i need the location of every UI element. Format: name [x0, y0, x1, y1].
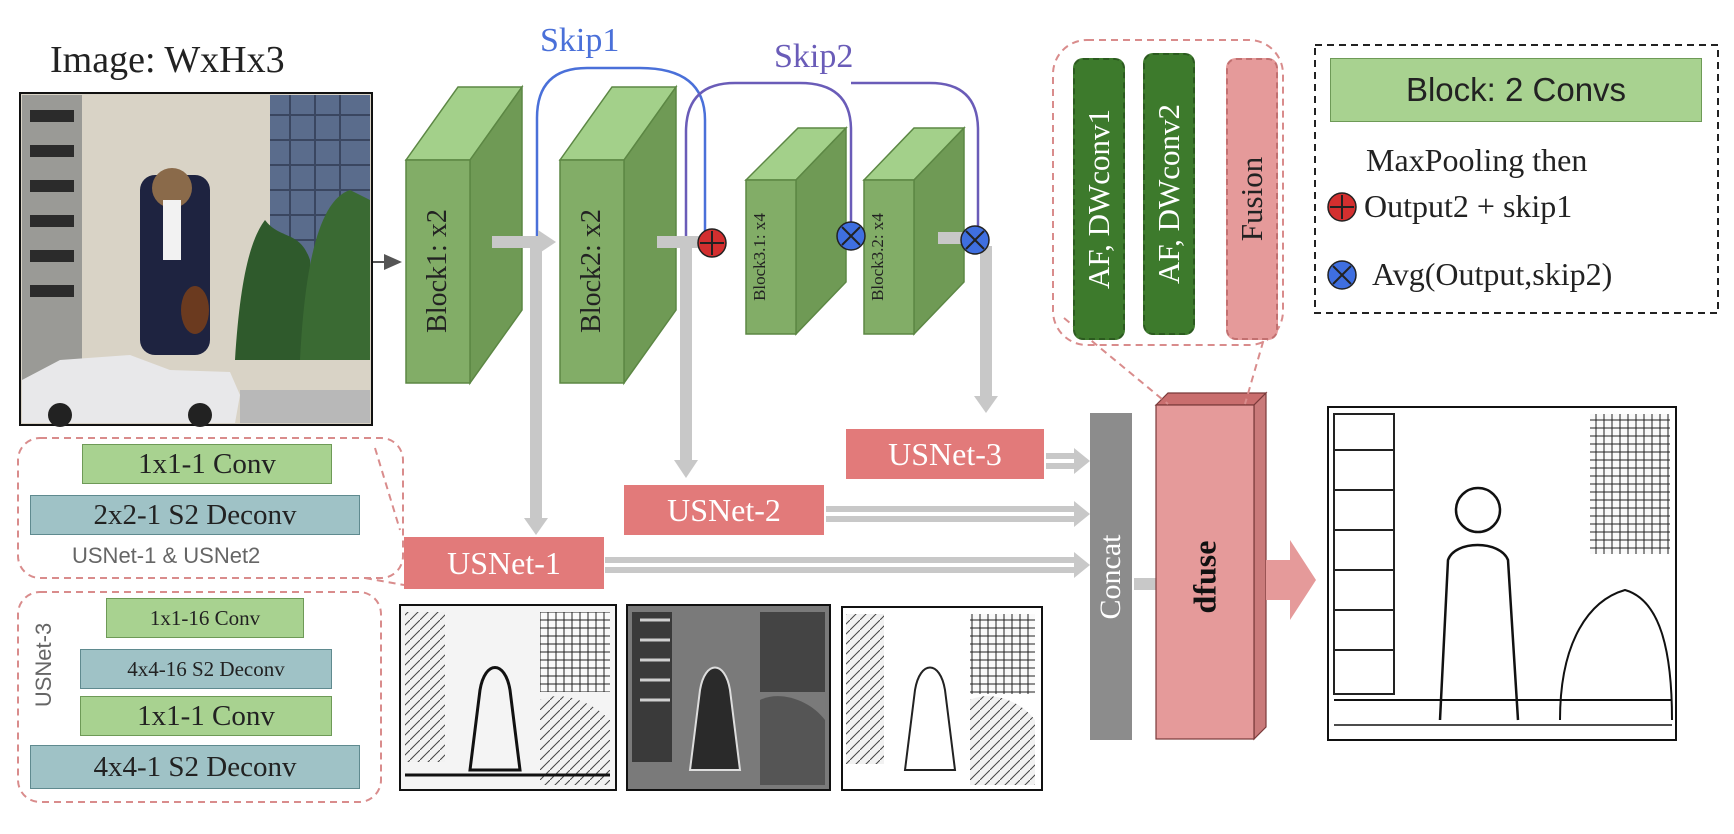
usnet12-caption: USNet-1 & USNet2: [72, 543, 261, 568]
block2: [558, 84, 678, 386]
skip2-line-a: [684, 81, 853, 240]
cross-circle-icon: [836, 221, 866, 251]
skip1-label: Skip1: [540, 22, 620, 59]
usnet3-layer-4: 4x4-1 S2 Deconv: [30, 745, 360, 789]
usnet3-layer-1: 1x1-16 Conv: [106, 598, 304, 638]
cross-circle-icon: [1327, 260, 1357, 290]
fusion-layer: Fusion: [1226, 58, 1278, 340]
input-image: [19, 92, 373, 427]
edge-map-usnet3: [841, 606, 1043, 791]
concat-label: Concat: [1094, 534, 1127, 620]
concat-bar: [1090, 413, 1132, 740]
usnet3-side-label: USNet-3: [31, 622, 56, 708]
edge-map-usnet2: [626, 604, 831, 791]
usnet12-conv-layer: 1x1-1 Conv: [82, 444, 332, 484]
dfuse-label: dfuse: [1186, 540, 1223, 614]
input-title: Image: WxHx3: [50, 39, 285, 81]
edge-map-usnet1: [399, 604, 617, 791]
block3-1-label: Block3.1: x4: [750, 213, 769, 301]
usnet12-detail-frame: [17, 437, 404, 579]
af-dwconv1-layer: AF, DWconv1: [1073, 58, 1125, 340]
legend-maxpool: MaxPooling then: [1366, 142, 1588, 178]
plus-circle-icon: [1327, 192, 1357, 222]
block3-2: [862, 126, 966, 336]
skip2-label: Skip2: [774, 38, 854, 75]
block1-label: Block1: x2: [422, 209, 453, 333]
skip1-line: [535, 66, 707, 240]
af-dwconv2-layer: AF, DWconv2: [1143, 53, 1195, 335]
usnet-to-concat-arrows: [605, 448, 1090, 578]
skip2-line-b: [851, 81, 980, 232]
fusion-label: Fusion: [1234, 156, 1270, 242]
af-dwconv1-label: AF, DWconv1: [1081, 108, 1116, 290]
dfuse-block: [1154, 391, 1268, 741]
usnet12-deconv-layer: 2x2-1 S2 Deconv: [30, 495, 360, 535]
block1: [404, 84, 524, 386]
usnet3-detail-frame: [17, 591, 382, 803]
usnet12-callout-lines: [364, 447, 405, 586]
af-dwconv2-label: AF, DWconv2: [1151, 103, 1186, 285]
plus-circle-icon: [697, 228, 727, 258]
flow-arrows: [492, 230, 1170, 596]
output-arrow: [1266, 540, 1316, 620]
output-edge-map: [1327, 406, 1677, 741]
block3-2-label: Block3.2: x4: [868, 213, 887, 301]
cross-circle-icon: [960, 225, 990, 255]
usnet3-layer-2: 4x4-16 S2 Deconv: [80, 649, 332, 689]
legend-plus: Output2 + skip1: [1364, 188, 1573, 224]
legend-block-entry: Block: 2 Convs: [1330, 58, 1702, 122]
usnet1-box: USNet-1: [404, 537, 604, 589]
usnet2-box: USNet-2: [624, 485, 824, 535]
legend-avg: Avg(Output,skip2): [1372, 256, 1613, 292]
usnet3-box: USNet-3: [846, 429, 1044, 479]
usnet3-layer-3: 1x1-1 Conv: [80, 696, 332, 736]
block3-1: [744, 126, 848, 336]
block2-label: Block2: x2: [576, 209, 607, 333]
